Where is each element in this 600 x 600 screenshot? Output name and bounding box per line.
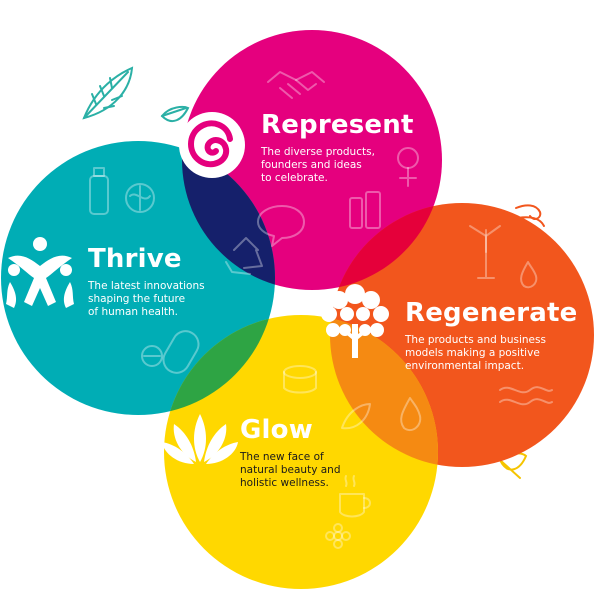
- regenerate-description: The products and business models making …: [405, 334, 546, 372]
- speech-bubble-icon: [257, 205, 305, 247]
- bottles-group-icon: [349, 191, 381, 229]
- glow-description: The new face of natural beauty and holis…: [240, 451, 341, 489]
- cup-icon: [339, 475, 371, 518]
- thrive-label: Thrive The latest innovations shaping th…: [88, 244, 205, 319]
- bottle-icon: [89, 167, 109, 215]
- female-symbol-icon: [397, 147, 419, 187]
- overlap-regenerate-glow: [330, 315, 438, 467]
- cream-jar-icon: [283, 365, 317, 394]
- people-star-icon: [6, 237, 74, 308]
- leaf-icon: [341, 403, 371, 430]
- thrive-description: The latest innovations shaping the futur…: [88, 280, 205, 318]
- water-drop-icon: [520, 261, 538, 289]
- regenerate-label: Regenerate The products and business mod…: [405, 298, 577, 373]
- thrive-title: Thrive: [88, 244, 182, 274]
- overlap-represent-thrive: [182, 141, 275, 290]
- recycle-icon: [225, 237, 263, 275]
- wind-turbine-icon: [469, 225, 501, 279]
- flower-icon: [325, 523, 351, 549]
- represent-title: Represent: [261, 110, 414, 140]
- represent-label: Represent The diverse products, founders…: [261, 110, 414, 185]
- brain-icon: [125, 183, 155, 213]
- leaf-icon: [82, 66, 134, 120]
- waves-icon: [499, 386, 553, 406]
- leaf-icon: [160, 106, 190, 123]
- represent-description: The diverse products, founders and ideas…: [261, 146, 375, 184]
- regenerate-title: Regenerate: [405, 298, 578, 328]
- water-drop-icon: [400, 397, 422, 432]
- handshake-icon: [267, 71, 325, 99]
- glow-label: Glow The new face of natural beauty and …: [240, 415, 341, 490]
- glow-title: Glow: [240, 415, 313, 445]
- tree-icon: [321, 284, 389, 358]
- swirl-logo-icon: [179, 112, 245, 178]
- lotus-icon: [162, 414, 238, 464]
- wave-lines-icon: [449, 146, 481, 164]
- pill-icon: [141, 330, 200, 374]
